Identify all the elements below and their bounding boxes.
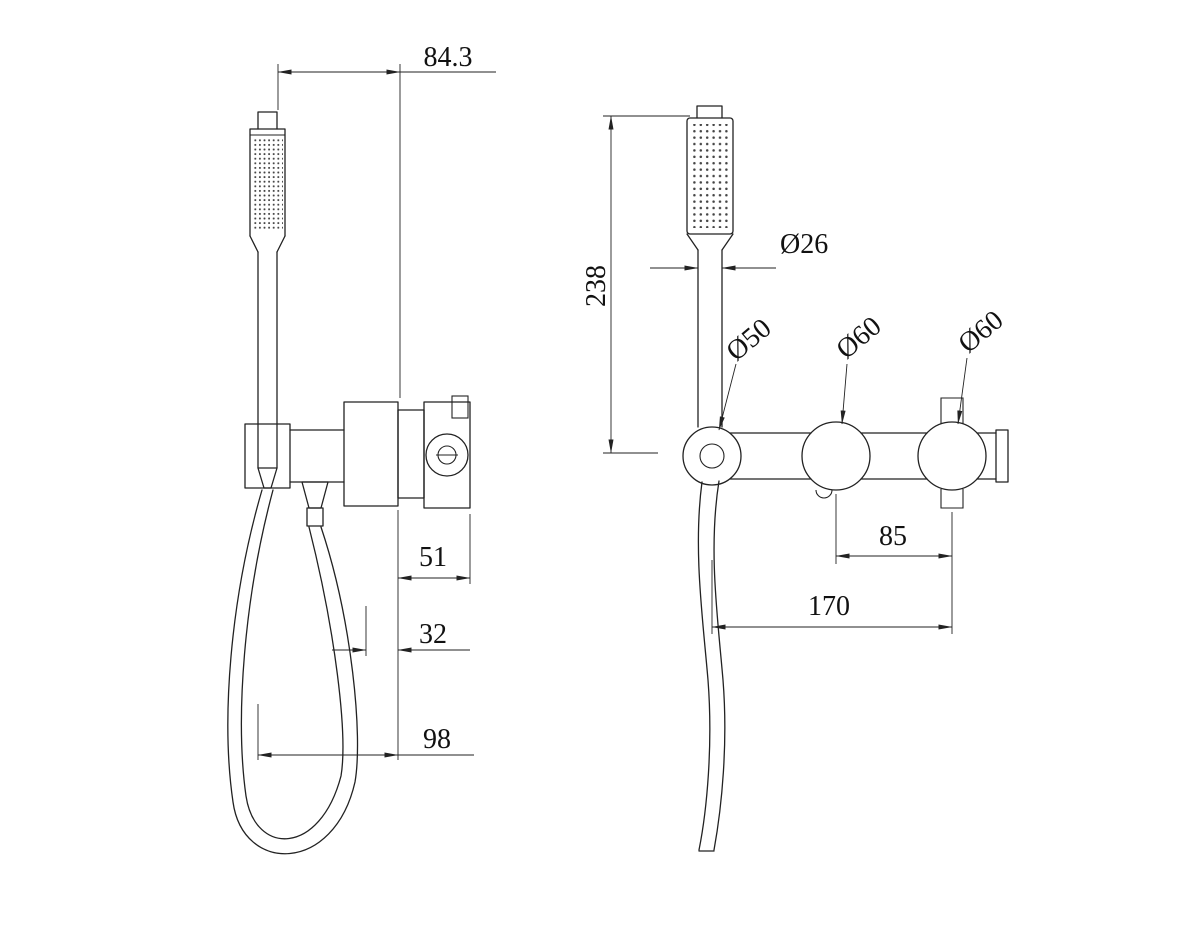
dim-bracket-depth: 51 — [397, 510, 471, 760]
dim-outlet-offset-label: 32 — [419, 619, 447, 650]
dim-holder-diameter: Ø50 — [718, 313, 778, 431]
dim-offset-top-label: 84.3 — [424, 42, 473, 73]
knob-left-circle — [801, 421, 871, 491]
front-view-mixer-bar — [682, 397, 1009, 509]
dim-knob-spacing-label: 85 — [879, 521, 907, 552]
side-view-handset — [249, 111, 286, 489]
hose-holder-circle — [682, 426, 742, 486]
dim-knob-diameter-left: Ø60 — [831, 311, 888, 425]
dim-overall-width-label: 170 — [808, 591, 850, 622]
outlet-detail-circle — [425, 433, 469, 477]
side-view — [227, 111, 471, 855]
dim-hose-loop-width: 98 — [257, 704, 474, 760]
side-view-mixer-body — [244, 395, 471, 527]
dim-handset-diameter-label: Ø26 — [780, 229, 828, 260]
dimension-annotations: 84.3 51 32 98 238 — [257, 42, 1010, 760]
dim-hose-loop-width-label: 98 — [423, 724, 451, 755]
dim-knob-spacing: 85 — [835, 494, 953, 564]
dim-handset-length-label: 238 — [581, 265, 612, 307]
side-view-hose — [227, 489, 359, 855]
front-view-hose — [697, 480, 726, 852]
dim-holder-diameter-label: Ø50 — [721, 313, 778, 368]
dim-handset-diameter: Ø26 — [650, 229, 828, 271]
front-view-handset — [686, 105, 734, 428]
handset-spray-texture-front — [692, 124, 728, 228]
knurled-grip — [343, 401, 399, 507]
front-view — [682, 105, 1009, 852]
hose-outlet-cone — [301, 481, 329, 509]
dim-knob-diameter-right-label: Ø60 — [953, 305, 1010, 360]
dim-offset-top: 84.3 — [277, 42, 496, 398]
dim-handset-length: 238 — [581, 115, 690, 454]
dim-knob-diameter-right: Ø60 — [953, 305, 1010, 425]
dim-bracket-depth-label: 51 — [419, 542, 447, 573]
knob-right-circle — [917, 421, 987, 491]
dim-outlet-offset: 32 — [332, 606, 470, 656]
dim-knob-diameter-left-label: Ø60 — [831, 311, 888, 366]
dim-overall-width: 170 — [711, 560, 953, 634]
handset-spray-texture-side — [252, 138, 283, 230]
